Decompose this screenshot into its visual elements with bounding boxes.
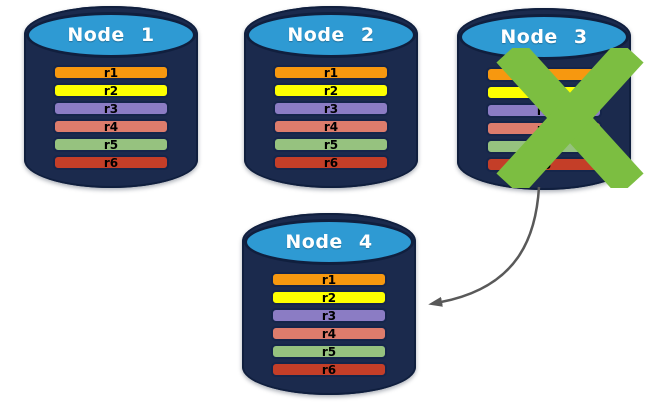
row-r5: r5 [53, 137, 169, 152]
row-r4: r4 [53, 119, 169, 134]
row-r6: r6 [271, 362, 387, 377]
x-mark-icon [496, 48, 644, 188]
cylinder-cap: Node 1 [26, 12, 196, 58]
row-stack: r1 r2 r3 r4 r5 r6 [53, 65, 169, 173]
node-4: Node 4 r1 r2 r3 r4 r5 r6 [242, 213, 416, 395]
row-r4: r4 [271, 326, 387, 341]
row-r3: r3 [273, 101, 389, 116]
row-r2: r2 [273, 83, 389, 98]
row-r6: r6 [273, 155, 389, 170]
row-r2: r2 [271, 290, 387, 305]
row-r1: r1 [271, 272, 387, 287]
cylinder-cap: Node 4 [244, 219, 414, 265]
node-1: Node 1 r1 r2 r3 r4 r5 r6 [24, 6, 198, 188]
row-stack: r1 r2 r3 r4 r5 r6 [271, 272, 387, 380]
row-r6: r6 [53, 155, 169, 170]
node-title: Node 4 [285, 231, 373, 253]
node-title: Node 1 [67, 24, 155, 46]
cylinder-cap: Node 2 [246, 12, 416, 58]
row-r5: r5 [271, 344, 387, 359]
row-r2: r2 [53, 83, 169, 98]
node-2: Node 2 r1 r2 r3 r4 r5 r6 [244, 6, 418, 188]
row-r4: r4 [273, 119, 389, 134]
row-stack: r1 r2 r3 r4 r5 r6 [273, 65, 389, 173]
row-r3: r3 [53, 101, 169, 116]
node-title: Node 2 [287, 24, 375, 46]
row-r5: r5 [273, 137, 389, 152]
node-title: Node 3 [500, 26, 588, 48]
row-r1: r1 [273, 65, 389, 80]
row-r1: r1 [53, 65, 169, 80]
row-r3: r3 [271, 308, 387, 323]
cylinder-cap: Node 3 [459, 14, 629, 60]
